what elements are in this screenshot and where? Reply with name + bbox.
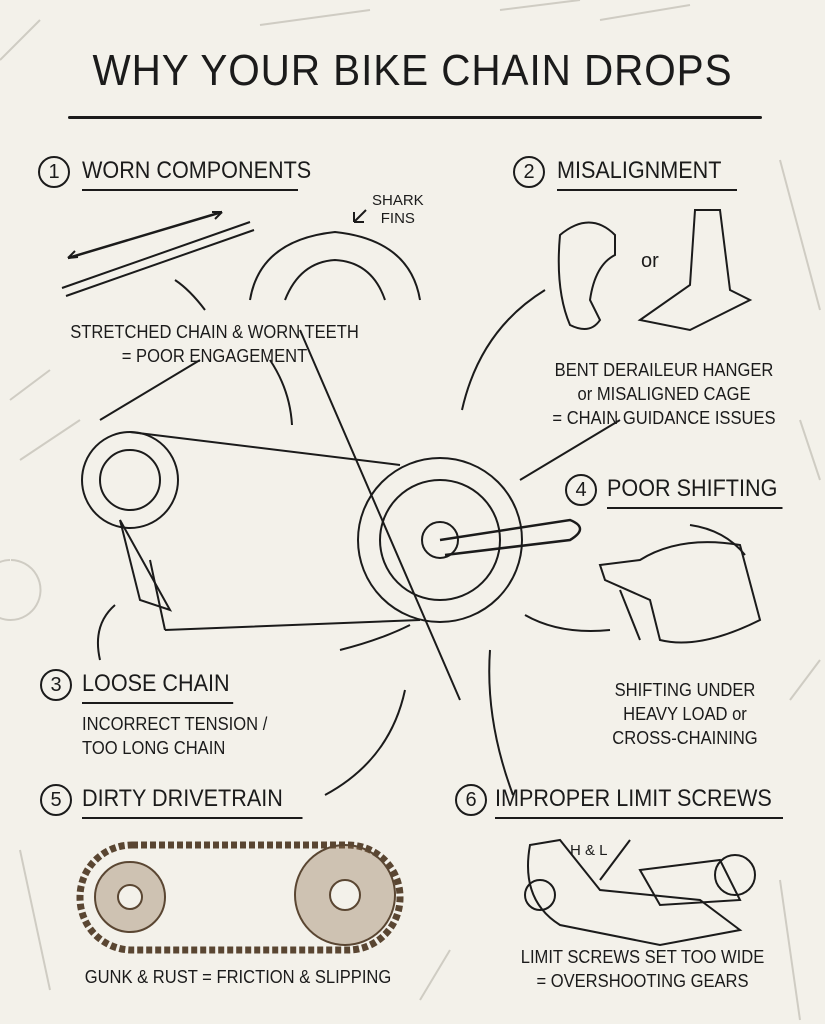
caption-line: INCORRECT TENSION / xyxy=(82,714,268,734)
annotation-line: FINS xyxy=(380,210,415,227)
title-underline xyxy=(68,116,762,119)
annotation-h-and-l: H & L xyxy=(570,842,608,859)
drivetrain-sketch xyxy=(81,329,621,701)
section-heading-improper-limit-screws: IMPROPER LIMIT SCREWS xyxy=(495,785,783,819)
rear-derailleur-sketch xyxy=(524,838,756,947)
section-heading-dirty-drivetrain: DIRTY DRIVETRAIN xyxy=(82,785,303,819)
caption-line: LIMIT SCREWS SET TOO WIDE xyxy=(520,947,765,967)
caption-poor-shifting: SHIFTING UNDER HEAVY LOAD or CROSS-CHAIN… xyxy=(602,678,768,750)
caption-line: or MISALIGNED CAGE xyxy=(577,384,751,404)
caption-line: BENT DERAILEUR HANGER xyxy=(554,360,774,380)
arrow-icon xyxy=(324,689,406,796)
section-heading-worn-components: WORN COMPONENTS xyxy=(82,157,311,191)
arrow-icon xyxy=(339,624,411,651)
arrow-icon xyxy=(461,289,546,411)
arrow-icon xyxy=(174,279,206,311)
page-title: WHY YOUR BIKE CHAIN DROPS xyxy=(92,46,733,95)
annotation-line: SHARK xyxy=(372,192,424,209)
caption-improper-limit-screws: LIMIT SCREWS SET TOO WIDE = OVERSHOOTING… xyxy=(511,945,773,993)
arrow-icon xyxy=(269,359,293,426)
section-number-3: 3 xyxy=(40,669,72,701)
caption-misalignment: BENT DERAILEUR HANGER or MISALIGNED CAGE… xyxy=(541,358,788,430)
dirty-chain-sketch xyxy=(76,841,404,954)
section-number-2: 2 xyxy=(513,156,545,188)
section-number-6: 6 xyxy=(455,784,487,816)
caption-line: CROSS-CHAINING xyxy=(612,728,758,748)
caption-line: = OVERSHOOTING GEARS xyxy=(536,971,749,991)
caption-line: = POOR ENGAGEMENT xyxy=(121,346,308,366)
section-heading-misalignment: MISALIGNMENT xyxy=(557,157,737,191)
worn-chainring-sketch xyxy=(249,209,421,301)
section-heading-poor-shifting: POOR SHIFTING xyxy=(607,475,783,509)
arrow-icon xyxy=(524,614,611,632)
caption-line: GUNK & RUST = FRICTION & SLIPPING xyxy=(84,967,392,987)
front-derailleur-sketch xyxy=(637,209,753,332)
annotation-shark-fins: SHARK FINS xyxy=(372,192,424,228)
section-number-4: 4 xyxy=(565,474,597,506)
section-number-1: 1 xyxy=(38,156,70,188)
caption-line: SHIFTING UNDER xyxy=(614,680,756,700)
connector-or: or xyxy=(641,250,659,272)
caption-line: TOO LONG CHAIN xyxy=(82,738,226,758)
arrow-icon xyxy=(96,604,116,661)
caption-line: HEAVY LOAD or xyxy=(623,704,747,724)
caption-dirty-drivetrain: GUNK & RUST = FRICTION & SLIPPING xyxy=(72,965,403,989)
caption-line: = CHAIN GUIDANCE ISSUES xyxy=(552,408,776,428)
caption-worn-components: STRETCHED CHAIN & WORN TEETH = POOR ENGA… xyxy=(65,320,364,368)
arrow-icon xyxy=(619,524,746,641)
caption-loose-chain: INCORRECT TENSION / TOO LONG CHAIN xyxy=(82,712,267,760)
hand-shifter-sketch xyxy=(598,541,762,644)
caption-line: STRETCHED CHAIN & WORN TEETH xyxy=(70,322,359,342)
section-heading-loose-chain: LOOSE CHAIN xyxy=(82,670,234,704)
arrow-icon xyxy=(488,649,514,796)
section-number-5: 5 xyxy=(40,784,72,816)
derailleur-hanger-sketch xyxy=(557,221,616,330)
stretched-chain-sketch xyxy=(61,210,255,297)
